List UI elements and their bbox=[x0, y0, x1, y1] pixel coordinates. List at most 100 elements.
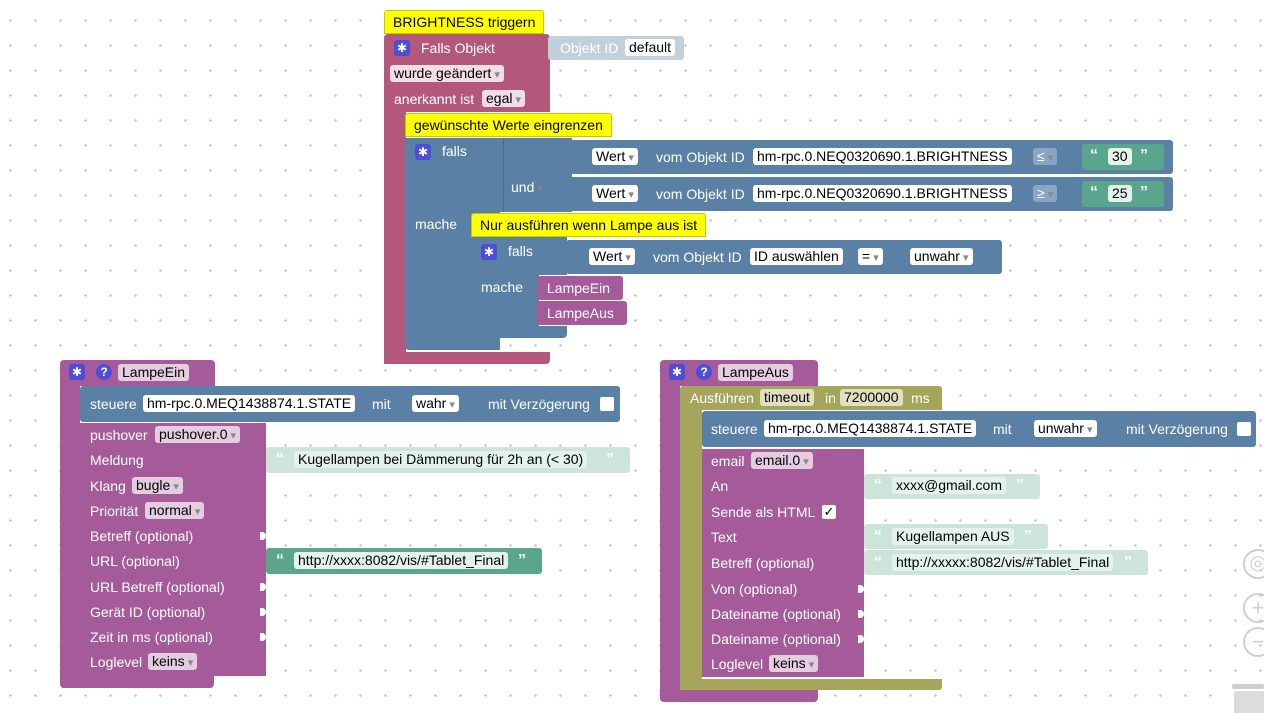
lampe-ein-name-field[interactable]: LampeEin bbox=[118, 364, 190, 381]
von-input-slot[interactable] bbox=[858, 585, 864, 593]
quote-close-icon: ” bbox=[1140, 147, 1148, 164]
loglevel-dropdown[interactable]: keins bbox=[769, 655, 819, 672]
geraet-input-slot[interactable] bbox=[260, 608, 266, 616]
trigger-comment[interactable]: BRIGHTNESS triggern bbox=[384, 10, 545, 34]
quote-open-icon: “ bbox=[1090, 184, 1098, 201]
von-label: Von (optional) bbox=[711, 581, 798, 597]
url-label: URL (optional) bbox=[90, 553, 180, 569]
lampe-ein-oid-field[interactable]: hm-rpc.0.MEQ1438874.1.STATE bbox=[143, 395, 356, 412]
quote-open-icon: “ bbox=[874, 477, 882, 494]
lampe-aus-oid-field[interactable]: hm-rpc.0.MEQ1438874.1.STATE bbox=[764, 420, 977, 437]
meldung-text-field[interactable]: Kugellampen bei Dämmerung für 2h an (< 3… bbox=[294, 451, 588, 468]
quote-open-icon: “ bbox=[276, 552, 284, 569]
quote-close-icon: ” bbox=[1140, 184, 1148, 201]
cond2-operator-dropdown[interactable]: ≥ bbox=[1033, 185, 1058, 202]
timeout-ms-field[interactable]: 7200000 bbox=[840, 389, 903, 406]
delay-checkbox[interactable] bbox=[600, 397, 614, 411]
call-lampe-ein-label: LampeEin bbox=[547, 280, 611, 296]
prioritaet-dropdown[interactable]: normal bbox=[145, 502, 205, 519]
dateiname-1-input-slot[interactable] bbox=[858, 610, 864, 618]
call-lampe-ein-block[interactable] bbox=[537, 276, 623, 300]
pushover-instance-dropdown[interactable]: pushover.0 bbox=[155, 426, 241, 443]
lampe-aus-foot bbox=[660, 690, 818, 702]
mit-label: mit bbox=[993, 421, 1012, 437]
trash-icon[interactable] bbox=[1232, 684, 1264, 713]
if-comment[interactable]: gewünschte Werte eingrenzen bbox=[405, 113, 612, 137]
email-block[interactable] bbox=[702, 449, 864, 677]
gear-icon[interactable]: ✱ bbox=[394, 40, 410, 56]
gear-icon[interactable]: ✱ bbox=[69, 364, 85, 380]
betreff-label: Betreff (optional) bbox=[711, 555, 815, 571]
url-betreff-input-slot[interactable] bbox=[260, 583, 266, 591]
inner-if-comment[interactable]: Nur ausführen wenn Lampe aus ist bbox=[471, 213, 707, 237]
gear-icon[interactable]: ✱ bbox=[669, 364, 685, 380]
an-label: An bbox=[711, 478, 729, 494]
timeout-name-field[interactable]: timeout bbox=[760, 389, 814, 406]
trigger-block-spine bbox=[384, 112, 406, 364]
und-dropdown[interactable]: und bbox=[507, 179, 547, 196]
klang-dropdown[interactable]: bugle bbox=[132, 477, 183, 494]
inner-oid-field[interactable]: ID auswählen bbox=[750, 248, 843, 265]
zoom-out-icon[interactable]: − bbox=[1243, 627, 1264, 657]
loglevel-dropdown[interactable]: keins bbox=[148, 653, 198, 670]
inner-wert-dropdown[interactable]: Wert bbox=[589, 248, 635, 265]
gear-icon[interactable]: ✱ bbox=[481, 244, 497, 260]
dateiname-2-input-slot[interactable] bbox=[858, 635, 864, 643]
pushover-block[interactable] bbox=[80, 423, 266, 676]
lampe-aus-value-dropdown[interactable]: unwahr bbox=[1034, 420, 1097, 437]
betreff-input-slot[interactable] bbox=[260, 532, 266, 540]
lampe-ein-value-dropdown[interactable]: wahr bbox=[412, 395, 459, 412]
text-value-field[interactable]: Kugellampen AUS bbox=[892, 528, 1014, 545]
lampe-aus-name-field[interactable]: LampeAus bbox=[718, 364, 793, 381]
inner-operator-dropdown[interactable]: = bbox=[858, 248, 883, 265]
cond1-wert-dropdown[interactable]: Wert bbox=[592, 148, 638, 165]
center-icon[interactable]: ◎ bbox=[1243, 549, 1264, 579]
url-text-field[interactable]: http://xxxx:8082/vis/#Tablet_Final bbox=[294, 552, 509, 569]
dateiname-1-label: Dateiname (optional) bbox=[711, 606, 841, 622]
quote-close-icon: ” bbox=[1124, 554, 1132, 571]
cond2-value-field[interactable]: 25 bbox=[1108, 185, 1132, 202]
call-lampe-aus-label: LampeAus bbox=[547, 305, 614, 321]
loglevel-label: Loglevel bbox=[711, 656, 764, 672]
email-label: email bbox=[711, 453, 745, 469]
email-instance-dropdown[interactable]: email.0 bbox=[751, 452, 813, 469]
call-lampe-aus-block[interactable] bbox=[537, 301, 627, 325]
objekt-id-field[interactable]: default bbox=[625, 39, 676, 56]
gear-icon[interactable]: ✱ bbox=[415, 144, 431, 160]
cond1-value-field[interactable]: 30 bbox=[1108, 148, 1132, 165]
inner-if-foot bbox=[471, 326, 567, 338]
help-icon[interactable]: ? bbox=[96, 364, 112, 380]
cond2-wert-dropdown[interactable]: Wert bbox=[592, 185, 638, 202]
cond1-operator-dropdown[interactable]: ≤ bbox=[1033, 148, 1058, 165]
und-block[interactable] bbox=[503, 138, 572, 212]
falls-objekt-label: Falls Objekt bbox=[421, 40, 495, 56]
lampe-ein-foot bbox=[60, 676, 214, 688]
geraet-label: Gerät ID (optional) bbox=[90, 604, 206, 620]
trigger-block-foot bbox=[384, 352, 550, 364]
text-label: Text bbox=[711, 529, 737, 545]
inner-falls-label: falls bbox=[508, 243, 533, 259]
quote-close-icon: ” bbox=[606, 451, 614, 468]
inner-value-dropdown[interactable]: unwahr bbox=[910, 248, 973, 265]
zoom-in-icon[interactable]: + bbox=[1243, 593, 1264, 623]
html-checkbox[interactable]: ✓ bbox=[822, 504, 836, 519]
lampe-ein-spine bbox=[60, 386, 80, 688]
inner-mache-label: mache bbox=[481, 279, 524, 295]
in-label: in bbox=[825, 390, 836, 406]
quote-open-icon: “ bbox=[874, 554, 882, 571]
delay-checkbox[interactable] bbox=[1237, 422, 1251, 436]
an-text-field[interactable]: xxxx@gmail.com bbox=[892, 477, 1007, 494]
prioritaet-label: Priorität bbox=[90, 503, 139, 519]
klang-label: Klang bbox=[90, 478, 126, 494]
steuere-label: steuere bbox=[90, 396, 137, 412]
cond2-oid-field[interactable]: hm-rpc.0.NEQ0320690.1.BRIGHTNESS bbox=[753, 185, 1012, 202]
pushover-label: pushover bbox=[90, 427, 148, 443]
cond1-oid-field[interactable]: hm-rpc.0.NEQ0320690.1.BRIGHTNESS bbox=[753, 148, 1012, 165]
help-icon[interactable]: ? bbox=[696, 364, 712, 380]
zeit-input-slot[interactable] bbox=[260, 633, 266, 641]
wurde-geaendert-dropdown[interactable]: wurde geändert bbox=[390, 65, 504, 82]
ausfuehren-label: Ausführen bbox=[690, 390, 754, 406]
betreff-label: Betreff (optional) bbox=[90, 528, 194, 544]
anerkannt-dropdown[interactable]: egal bbox=[482, 90, 526, 107]
betreff-text-field[interactable]: http://xxxxx:8082/vis/#Tablet_Final bbox=[892, 554, 1114, 571]
